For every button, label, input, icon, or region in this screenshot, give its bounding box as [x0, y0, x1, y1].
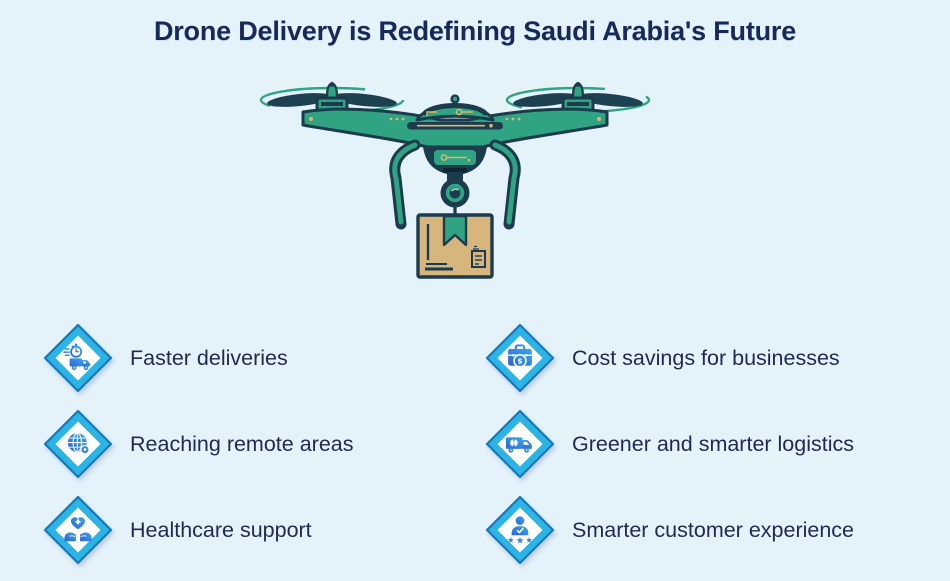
- feature-label: Healthcare support: [130, 517, 312, 542]
- feature-label: Faster deliveries: [130, 345, 288, 370]
- feature-cost-savings: $ Cost savings for businesses: [484, 322, 854, 394]
- feature-greener-logistics: Greener and smarter logistics: [484, 408, 854, 480]
- feature-healthcare-support: Healthcare support: [42, 494, 353, 566]
- globe-location-icon: [42, 408, 114, 480]
- features-column-left: Faster deliveries Reaching remote areas: [42, 322, 353, 566]
- feature-label: Smarter customer experience: [572, 517, 854, 542]
- feature-label: Cost savings for businesses: [572, 345, 840, 370]
- delivery-drone-icon: [259, 81, 651, 279]
- feature-faster-deliveries: Faster deliveries: [42, 322, 353, 394]
- features-column-right: $ Cost savings for businesses: [484, 322, 854, 566]
- customer-stars-icon: [484, 494, 556, 566]
- feature-customer-experience: Smarter customer experience: [484, 494, 854, 566]
- eco-truck-icon: [484, 408, 556, 480]
- svg-text:$: $: [517, 357, 522, 366]
- page-title: Drone Delivery is Redefining Saudi Arabi…: [153, 16, 797, 46]
- drone-illustration: [245, 72, 665, 307]
- package-box: [416, 213, 494, 279]
- camera-gimbal: [440, 172, 470, 216]
- express-truck-icon: [42, 322, 114, 394]
- hands-heart-icon: [42, 494, 114, 566]
- landing-legs: [389, 139, 521, 230]
- briefcase-dollar-icon: $: [484, 322, 556, 394]
- feature-label: Reaching remote areas: [130, 431, 354, 456]
- feature-reaching-remote-areas: Reaching remote areas: [42, 408, 353, 480]
- feature-label: Greener and smarter logistics: [572, 431, 854, 456]
